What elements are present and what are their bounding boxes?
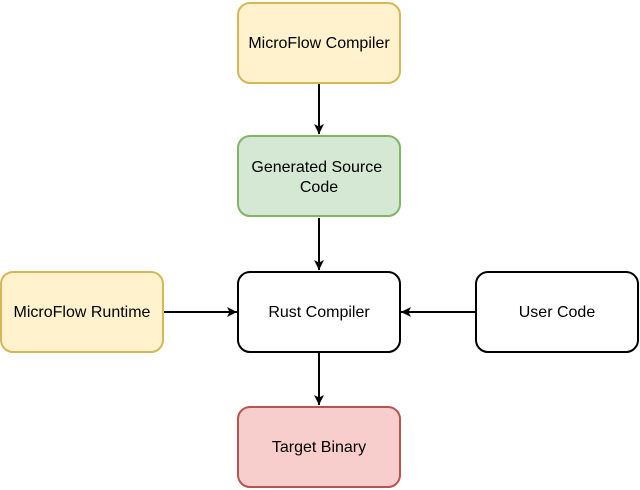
node-generated-source-code: Generated Source Code [237,135,401,217]
node-box [237,2,401,84]
node-label-line: Rust Compiler [268,304,370,321]
node-label: MicroFlow Compiler [248,35,390,52]
node-label: Rust Compiler [268,304,370,321]
edges [163,84,475,405]
node-label-line: Code [300,179,338,196]
node-label: User Code [519,304,596,321]
node-microflow-compiler: MicroFlow Compiler [237,2,401,84]
node-label-line: MicroFlow Compiler [248,35,390,52]
node-target-binary: Target Binary [237,406,401,488]
node-label-line: Target Binary [272,439,366,456]
node-label: Generated Source Code [251,159,386,196]
node-box [237,406,401,488]
node-microflow-runtime: MicroFlow Runtime [0,271,164,353]
node-box [237,271,401,353]
node-label: Target Binary [272,439,366,456]
node-label-line: MicroFlow Runtime [14,304,151,321]
node-user-code: User Code [475,271,639,353]
node-label: MicroFlow Runtime [14,304,151,321]
node-label-line: User Code [519,304,596,321]
node-rust-compiler: Rust Compiler [237,271,401,353]
node-box [0,271,164,353]
node-box [237,135,401,217]
node-label-line: Generated Source [251,159,382,176]
node-box [475,271,639,353]
